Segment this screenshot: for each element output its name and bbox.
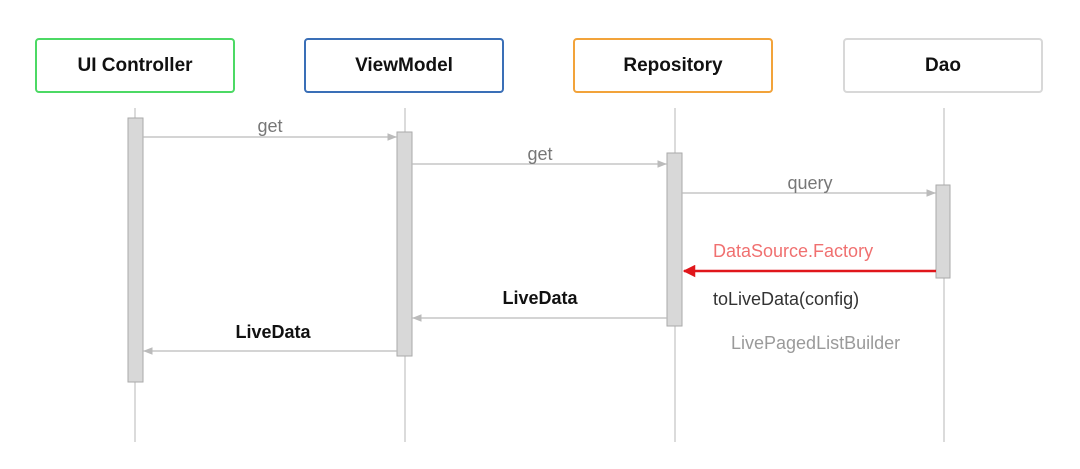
message-label-query: query [787, 173, 832, 193]
message-label-get-2: get [527, 144, 552, 164]
note-to-live-data: toLiveData(config) [713, 289, 859, 309]
message-label-datasource: DataSource.Factory [713, 241, 873, 261]
message-label-get-1: get [257, 116, 282, 136]
participant-label: UI Controller [77, 54, 193, 76]
activation-dao [935, 184, 951, 279]
participant-viewmodel: ViewModel [304, 38, 504, 93]
message-label-livedata-1: LiveData [502, 288, 578, 308]
note-builder: LivePagedListBuilder [731, 333, 900, 353]
participant-ui-controller: UI Controller [35, 38, 235, 93]
participant-label: ViewModel [355, 54, 453, 76]
activation-repository [666, 152, 683, 327]
participant-dao: Dao [843, 38, 1043, 93]
participant-repository: Repository [573, 38, 773, 93]
activation-ui-controller [127, 117, 144, 383]
participant-label: Dao [925, 54, 961, 76]
participant-label: Repository [623, 54, 723, 76]
activation-viewmodel [396, 131, 413, 357]
message-label-livedata-2: LiveData [235, 322, 311, 342]
